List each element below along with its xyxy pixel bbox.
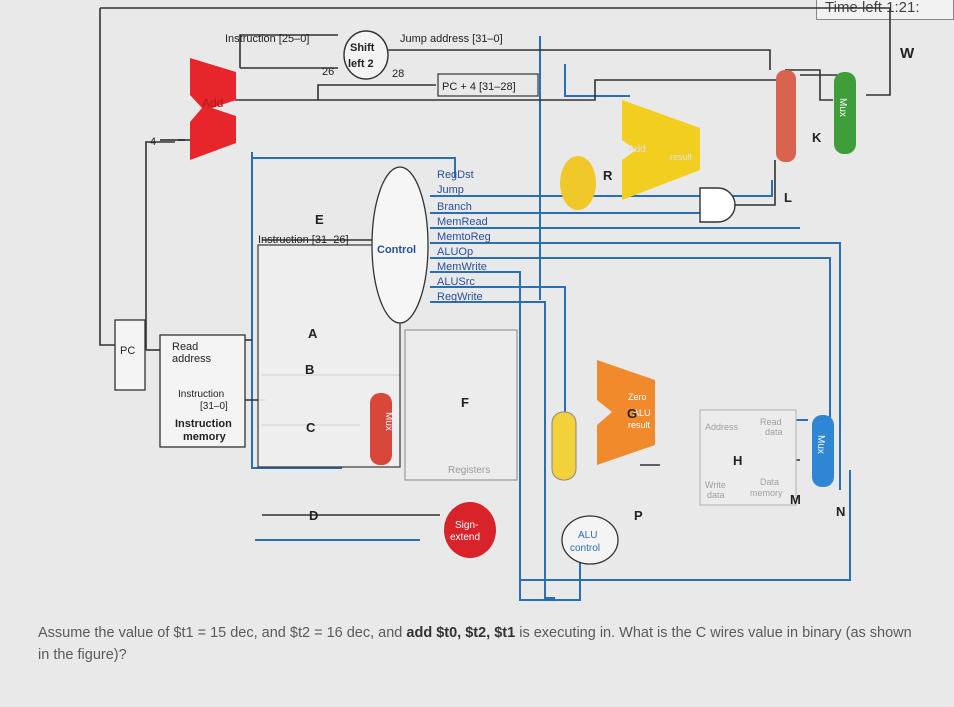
label-R: R bbox=[603, 168, 613, 183]
pc-register bbox=[114, 319, 146, 391]
label-P: P bbox=[634, 508, 643, 523]
signal-memtoreg: MemtoReg bbox=[437, 231, 491, 243]
instruction-memory-label-2: memory bbox=[183, 431, 227, 443]
pc-adder bbox=[190, 58, 236, 160]
time-left-display: Time left 1:21: bbox=[816, 0, 954, 20]
signal-alusrc: ALUSrc bbox=[437, 276, 475, 288]
sign-extend-label: Sign- bbox=[455, 520, 478, 531]
data-memory-read-label-2: data bbox=[765, 427, 783, 437]
data-memory-write-label: Write bbox=[705, 480, 726, 490]
and-gate bbox=[699, 187, 736, 223]
mux-jump bbox=[834, 72, 856, 154]
signal-jump: Jump bbox=[437, 184, 464, 196]
branch-adder-result-label: result bbox=[670, 152, 693, 162]
branch-adder-label: Add bbox=[628, 144, 646, 155]
data-memory-label: Data bbox=[760, 477, 779, 487]
alu-zero-label: Zero bbox=[628, 392, 647, 402]
label-G: G bbox=[627, 406, 637, 421]
label-M: M bbox=[790, 492, 801, 507]
control-signals: RegDst Jump Branch MemRead MemtoReg ALUO… bbox=[437, 169, 491, 303]
mux-jump-label: Mux bbox=[837, 98, 848, 117]
label-pc-plus-4: PC + 4 [31–28] bbox=[442, 81, 516, 93]
data-memory-address-label: Address bbox=[705, 422, 739, 432]
alu-control-label: ALU bbox=[578, 530, 597, 541]
signal-aluop: ALUOp bbox=[437, 246, 473, 258]
question-part-1: Assume the value of $t1 = 15 dec, and $t… bbox=[38, 625, 407, 641]
label-A: A bbox=[308, 326, 318, 341]
label-instruction-25-0: Instruction [25–0] bbox=[225, 33, 309, 45]
question-part-2: is executing in. What is the C wires val… bbox=[38, 625, 912, 663]
data-memory-read-label: Read bbox=[760, 417, 782, 427]
label-N: N bbox=[836, 504, 845, 519]
alu-control-label-2: control bbox=[570, 543, 600, 554]
read-address-label: Read bbox=[172, 341, 198, 353]
mux-regdst bbox=[370, 393, 392, 465]
label-H: H bbox=[733, 453, 742, 468]
data-memory-label-2: memory bbox=[750, 488, 783, 498]
instruction-31-26-label: Instruction [31–26] bbox=[258, 234, 349, 246]
signal-regdst: RegDst bbox=[437, 169, 474, 181]
question-instruction: add $t0, $t2, $t1 bbox=[406, 625, 516, 641]
label-F: F bbox=[461, 395, 469, 410]
alu-unit bbox=[597, 360, 655, 465]
alu-result-label: result bbox=[628, 420, 651, 430]
label-L: L bbox=[784, 190, 792, 205]
control-unit bbox=[371, 166, 429, 324]
register-file bbox=[404, 329, 518, 481]
data-memory bbox=[699, 409, 797, 506]
mux-branch bbox=[776, 70, 796, 162]
pc-label: PC bbox=[120, 345, 135, 357]
mux-memtoreg-label: Mux bbox=[815, 435, 826, 454]
signal-memread: MemRead bbox=[437, 216, 488, 228]
alu-label: ALU bbox=[633, 408, 651, 418]
label-D: D bbox=[309, 508, 318, 523]
label-B: B bbox=[305, 362, 314, 377]
signal-branch: Branch bbox=[437, 201, 472, 213]
pc4-box bbox=[437, 73, 539, 97]
signal-regwrite: RegWrite bbox=[437, 291, 483, 303]
mux-alusrc bbox=[551, 411, 577, 481]
shift-left-2-branch bbox=[560, 156, 596, 210]
label-jump-address: Jump address [31–0] bbox=[400, 33, 503, 45]
letter-labels: A B C D E F G H K L M N P R W bbox=[305, 45, 915, 523]
registers-label: Registers bbox=[448, 465, 490, 476]
pc-adder-label: Add bbox=[202, 96, 223, 110]
branch-adder bbox=[622, 100, 700, 200]
label-E: E bbox=[315, 212, 324, 227]
label-C: C bbox=[306, 420, 316, 435]
sign-extend-label-2: extend bbox=[450, 532, 480, 543]
label-26: 26 bbox=[322, 66, 334, 78]
instruction-out-label: Instruction bbox=[178, 389, 224, 400]
read-address-label-2: address bbox=[172, 353, 212, 365]
label-28: 28 bbox=[392, 68, 404, 80]
constant-four: 4 bbox=[150, 136, 156, 148]
label-K: K bbox=[812, 130, 822, 145]
instruction-out-label-2: [31–0] bbox=[200, 401, 228, 412]
question-text: Assume the value of $t1 = 15 dec, and $t… bbox=[38, 622, 918, 666]
shift-left-2-label-b: left 2 bbox=[348, 58, 374, 70]
mux-regdst-label: Mux bbox=[383, 412, 394, 431]
mux-memtoreg bbox=[812, 415, 834, 487]
alu-control-unit bbox=[561, 515, 619, 565]
signal-memwrite: MemWrite bbox=[437, 261, 487, 273]
sign-extend-unit bbox=[444, 502, 496, 558]
shift-left-2-top bbox=[343, 30, 389, 80]
shift-left-2-label: Shift bbox=[350, 42, 375, 54]
instruction-memory-label: Instruction bbox=[175, 418, 232, 430]
control-wires bbox=[251, 36, 851, 601]
control-label: Control bbox=[377, 244, 416, 256]
data-memory-write-label-2: data bbox=[707, 490, 725, 500]
instruction-memory bbox=[159, 334, 246, 448]
label-W: W bbox=[900, 45, 915, 62]
